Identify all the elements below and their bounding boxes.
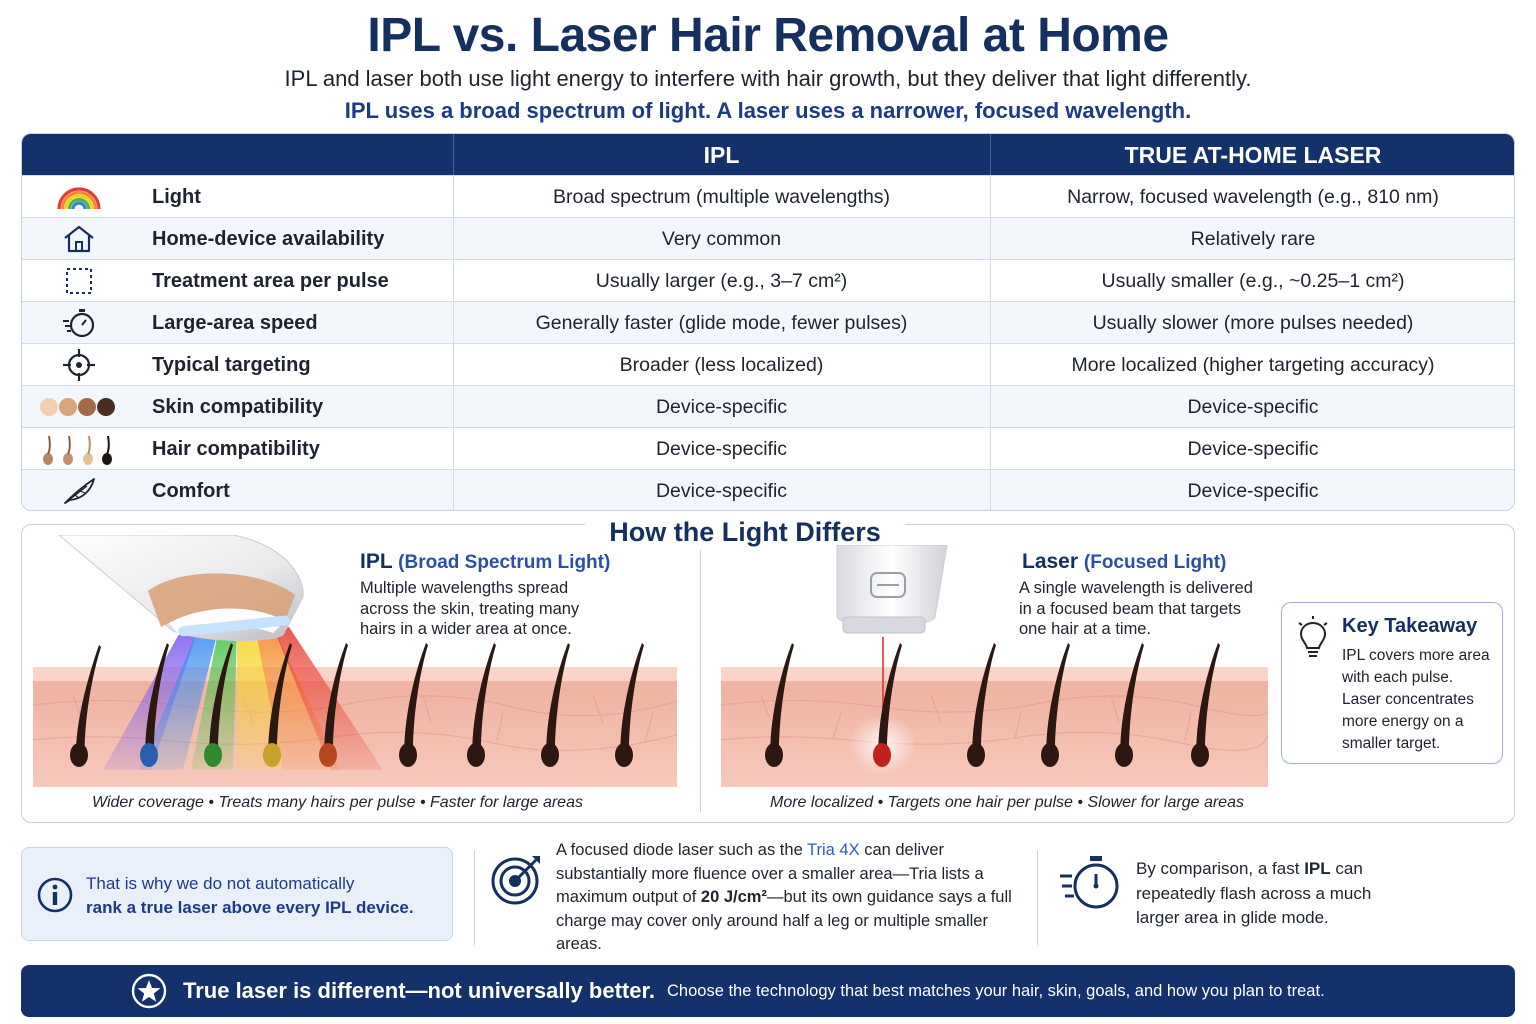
- ipl-value: Broad spectrum (multiple wavelengths): [552, 186, 891, 208]
- hair-follicles-icon: [36, 428, 122, 470]
- takeaway-text: IPL covers more area with each pulse. La…: [1342, 647, 1490, 752]
- table-row: Treatment area per pulse Usually larger …: [22, 259, 1514, 302]
- ipl-value: Usually larger (e.g., 3–7 cm²): [595, 270, 848, 292]
- dashed-square-icon: [36, 260, 122, 302]
- takeaway-heading: Key Takeaway: [1342, 615, 1478, 637]
- ipl-note: By comparison, a fast IPL can repeatedly…: [1136, 857, 1406, 931]
- feature-label: Skin compatibility: [152, 396, 324, 418]
- feature-label: Large-area speed: [152, 312, 318, 334]
- table-row: Comfort Device-specific Device-specific: [22, 469, 1514, 510]
- table-row: Large-area speed Generally faster (glide…: [22, 301, 1514, 344]
- key-takeaway-box: Key Takeaway IPL covers more area with e…: [1281, 602, 1503, 764]
- laser-value: More localized (higher targeting accurac…: [1071, 354, 1435, 376]
- info-note-line: That is why we do not automatically: [86, 874, 355, 893]
- house-icon: [36, 218, 122, 260]
- laser-note-text: —but its own guidance says a full charge…: [556, 888, 1012, 953]
- ipl-description: Multiple wavelengths spread across the s…: [360, 579, 580, 638]
- fast-stopwatch-icon: [1060, 856, 1119, 909]
- ipl-device-illustration: [58, 535, 304, 642]
- ipl-skin-illustration: [33, 535, 677, 787]
- table-row: Typical targeting Broader (less localize…: [22, 343, 1514, 386]
- ipl-caption: Wider coverage • Treats many hairs per p…: [92, 794, 583, 811]
- page-title: IPL vs. Laser Hair Removal at Home: [367, 9, 1169, 62]
- laser-value: Usually slower (more pulses needed): [1092, 312, 1414, 334]
- laser-value: Relatively rare: [1190, 228, 1316, 250]
- laser-skin-illustration: [721, 545, 1268, 787]
- column-divider: [990, 175, 991, 510]
- comparison-table: IPL TRUE AT-HOME LASER Light Broad spect…: [21, 133, 1515, 511]
- info-note-line-strong: rank a true laser above every IPL device…: [86, 898, 414, 917]
- laser-note-text: A focused diode laser such as the: [556, 841, 808, 859]
- table-row: Hair compatibility Device-specific Devic…: [22, 427, 1514, 470]
- table-row: Skin compatibility Device-specific Devic…: [22, 385, 1514, 428]
- note-divider: [474, 850, 475, 945]
- info-note: That is why we do not automatically rank…: [21, 847, 453, 941]
- section-title: How the Light Differs: [585, 512, 905, 552]
- banner-headline: True laser is different—not universally …: [183, 978, 655, 1003]
- table-row: Light Broad spectrum (multiple wavelengt…: [22, 175, 1514, 218]
- laser-heading: Laser (Focused Light): [1022, 550, 1226, 574]
- laser-value: Device-specific: [1187, 438, 1319, 460]
- ipl-value: Device-specific: [655, 438, 788, 460]
- laser-value: Device-specific: [1187, 396, 1319, 418]
- rainbow-icon: [36, 176, 122, 218]
- header-divider: [453, 134, 454, 175]
- ipl-note-text: can repeatedly flash across a much large…: [1136, 859, 1372, 927]
- feature-label: Typical targeting: [152, 354, 311, 376]
- lightbulb-icon: [1298, 616, 1328, 657]
- ipl-value: Broader (less localized): [619, 354, 824, 376]
- star-icon: [131, 973, 167, 1009]
- laser-value: Device-specific: [1187, 480, 1319, 502]
- ipl-value: Generally faster (glide mode, fewer puls…: [535, 312, 908, 334]
- ipl-note-text: By comparison, a fast: [1136, 859, 1305, 878]
- info-icon: [37, 877, 73, 913]
- feature-label: Treatment area per pulse: [152, 270, 389, 292]
- feature-label: Hair compatibility: [152, 438, 320, 460]
- tria-4x-link[interactable]: Tria 4X: [807, 841, 860, 859]
- laser-heading-main: Laser: [1022, 550, 1079, 573]
- conclusion-banner: True laser is different—not universally …: [21, 965, 1515, 1017]
- target-icon: [491, 856, 540, 905]
- laser-note-text: can deliver substantially more fluence o…: [556, 841, 984, 906]
- header-divider: [990, 134, 991, 175]
- ipl-heading-sub: (Broad Spectrum Light): [398, 552, 611, 573]
- ipl-value: Device-specific: [655, 396, 788, 418]
- laser-description: A single wavelength is delivered in a fo…: [1019, 579, 1253, 638]
- feather-icon: [36, 470, 122, 510]
- ipl-value: Very common: [661, 228, 782, 250]
- feature-label: Home-device availability: [152, 228, 385, 250]
- ipl-value: Device-specific: [655, 480, 788, 502]
- banner-text: Choose the technology that best matches …: [667, 982, 1325, 1000]
- table-row: Home-device availability Very common Rel…: [22, 217, 1514, 260]
- column-header-laser: TRUE AT-HOME LASER: [1124, 142, 1382, 168]
- skin-tone-circles-icon: [36, 386, 122, 428]
- crosshair-icon: [36, 344, 122, 386]
- laser-caption: More localized • Targets one hair per pu…: [770, 794, 1244, 811]
- note-divider: [1037, 850, 1038, 945]
- panel-divider: [700, 550, 701, 812]
- laser-note: A focused diode laser such as the Tria 4…: [556, 839, 1016, 957]
- feature-label: Light: [152, 186, 201, 208]
- laser-device-illustration: [836, 545, 948, 634]
- ipl-note-strong: IPL: [1304, 859, 1331, 878]
- feature-label: Comfort: [152, 480, 230, 502]
- laser-value: Narrow, focused wavelength (e.g., 810 nm…: [1067, 186, 1439, 208]
- laser-value: Usually smaller (e.g., ~0.25–1 cm²): [1101, 270, 1405, 292]
- page-subtitle: IPL and laser both use light energy to i…: [284, 66, 1252, 91]
- ipl-heading: IPL (Broad Spectrum Light): [360, 550, 610, 574]
- ipl-heading-main: IPL: [360, 550, 393, 573]
- info-note-text: That is why we do not automatically rank…: [86, 872, 438, 920]
- fluence-value: 20 J/cm²: [700, 888, 767, 906]
- column-divider: [453, 175, 454, 510]
- table-header: IPL TRUE AT-HOME LASER: [22, 134, 1514, 175]
- column-header-ipl: IPL: [703, 142, 740, 168]
- page-tagline: IPL uses a broad spectrum of light. A la…: [344, 98, 1192, 123]
- laser-heading-sub: (Focused Light): [1083, 552, 1227, 573]
- stopwatch-icon: [36, 302, 122, 344]
